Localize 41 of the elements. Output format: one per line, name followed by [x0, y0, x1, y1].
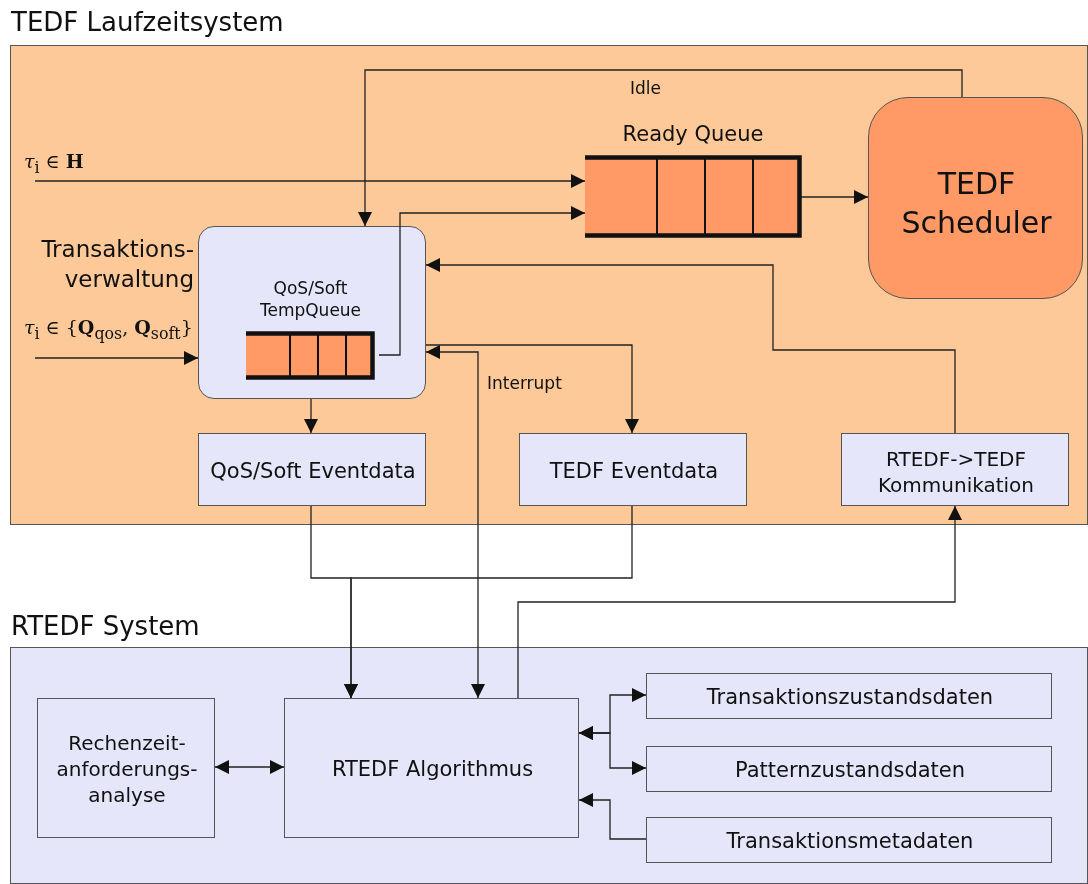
panel-title: RTEDF System — [11, 610, 201, 644]
box-label: QoS/Soft Eventdata — [209, 458, 417, 486]
edge-label: τ$_{i}$ ∈ H — [24, 150, 84, 177]
edge-label: Interrupt — [487, 373, 562, 393]
process-box — [841, 433, 1069, 506]
box-label: Transaktionsmetadaten — [725, 828, 975, 856]
edge-label: Idle — [630, 78, 661, 98]
connector-arrow — [34, 174, 586, 188]
connector-arrow — [425, 258, 956, 434]
edge-label: τ$_{i}$ ∈ {Q$_{qos}$, Q$_{soft}$} — [24, 316, 193, 343]
connector-arrow — [578, 726, 647, 775]
connector-arrow — [378, 206, 586, 356]
rounded-box — [868, 97, 1083, 299]
connector-arrow — [425, 345, 485, 699]
connector-arrow — [800, 190, 869, 204]
process-box — [37, 698, 215, 838]
process-box — [646, 817, 1052, 863]
connector-arrow — [425, 344, 639, 434]
queue-label: QoS/Soft TempQueue — [258, 276, 363, 322]
process-box — [284, 698, 579, 838]
box-label: RTEDF Algorithmus — [330, 756, 535, 784]
box-label: Transaktionszustandsdaten — [705, 684, 995, 712]
box-label: Rechenzeit- anforderungs- analyse — [55, 730, 199, 809]
connector-arrow — [214, 760, 285, 774]
connector-arrow — [578, 793, 647, 840]
box-label: TEDF Scheduler — [900, 165, 1053, 242]
connector-arrow — [517, 505, 962, 699]
box-label: Transaktions- verwaltung — [40, 235, 194, 294]
panel-title: TEDF Laufzeitsystem — [11, 6, 285, 40]
box-label: TEDF Eventdata — [548, 458, 720, 486]
process-box — [519, 433, 747, 506]
connector-arrow — [304, 398, 318, 434]
connector-arrow — [344, 505, 633, 699]
connector-arrow — [358, 69, 963, 227]
queue-label: Ready Queue — [621, 121, 765, 149]
box-label: RTEDF->TEDF Kommunikation — [877, 446, 1035, 499]
box-label: Patternzustandsdaten — [733, 757, 967, 785]
process-box — [646, 673, 1052, 719]
process-box — [646, 746, 1052, 792]
process-box — [198, 433, 426, 506]
connector-arrow — [34, 351, 199, 365]
